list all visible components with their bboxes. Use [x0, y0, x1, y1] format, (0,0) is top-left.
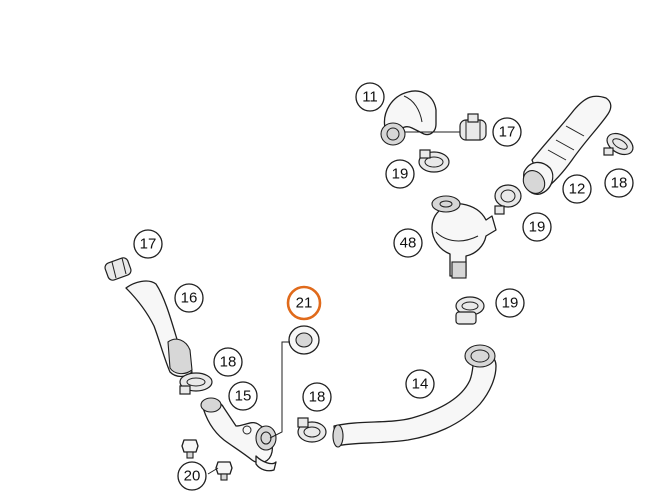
part-15-elbow-housing[interactable]: [200, 397, 277, 472]
callout-11[interactable]: 11: [355, 82, 385, 112]
callout-15[interactable]: 15: [228, 381, 258, 411]
svg-text:12: 12: [569, 181, 586, 198]
svg-text:19: 19: [502, 295, 519, 312]
leader-21: [269, 341, 290, 439]
part-14-hose[interactable]: [332, 344, 497, 448]
callout-18-a[interactable]: 18: [604, 168, 634, 198]
part-17-clamp-top[interactable]: [459, 113, 487, 141]
svg-text:18: 18: [611, 175, 628, 192]
part-19-clamp-c[interactable]: [455, 296, 485, 325]
callout-20[interactable]: 20: [177, 461, 207, 491]
svg-text:15: 15: [235, 388, 252, 405]
callout-21-highlighted[interactable]: 21: [286, 285, 322, 321]
leader-20: [207, 467, 219, 475]
part-20-screw-a[interactable]: [181, 439, 199, 459]
callout-19-c[interactable]: 19: [495, 288, 525, 318]
svg-text:19: 19: [392, 166, 409, 183]
callout-16[interactable]: 16: [174, 283, 204, 313]
callout-12[interactable]: 12: [562, 174, 592, 204]
part-18-clamp-c[interactable]: [297, 417, 327, 443]
svg-text:17: 17: [140, 236, 157, 253]
part-19-clamp-b[interactable]: [494, 184, 522, 215]
callout-48[interactable]: 48: [393, 228, 423, 258]
svg-text:20: 20: [184, 468, 201, 485]
callout-17-left[interactable]: 17: [133, 229, 163, 259]
svg-text:14: 14: [412, 376, 429, 393]
part-18-clamp-b[interactable]: [179, 372, 213, 395]
part-11-elbow-hose[interactable]: [380, 90, 437, 146]
svg-text:11: 11: [362, 89, 378, 106]
svg-text:18: 18: [220, 354, 237, 371]
part-20-screw-b[interactable]: [215, 461, 233, 481]
callout-19-a[interactable]: 19: [385, 159, 415, 189]
part-18-clamp-a[interactable]: [603, 129, 636, 159]
callout-17-top[interactable]: 17: [492, 117, 522, 147]
svg-text:16: 16: [181, 290, 198, 307]
part-48-thermostat[interactable]: [431, 195, 497, 279]
part-21-sealing-ring[interactable]: [288, 325, 320, 355]
part-19-clamp-a[interactable]: [418, 149, 450, 173]
svg-text:19: 19: [529, 219, 546, 236]
part-12-hose[interactable]: [519, 95, 612, 197]
callout-19-b[interactable]: 19: [522, 212, 552, 242]
svg-text:21: 21: [296, 295, 313, 312]
svg-text:48: 48: [400, 235, 417, 252]
part-16-hose[interactable]: [125, 280, 193, 378]
callout-14[interactable]: 14: [405, 369, 435, 399]
svg-text:18: 18: [309, 389, 326, 406]
part-17-clamp-left[interactable]: [104, 256, 133, 281]
callout-18-c[interactable]: 18: [302, 382, 332, 412]
svg-text:17: 17: [499, 124, 516, 141]
callout-18-b[interactable]: 18: [213, 347, 243, 377]
